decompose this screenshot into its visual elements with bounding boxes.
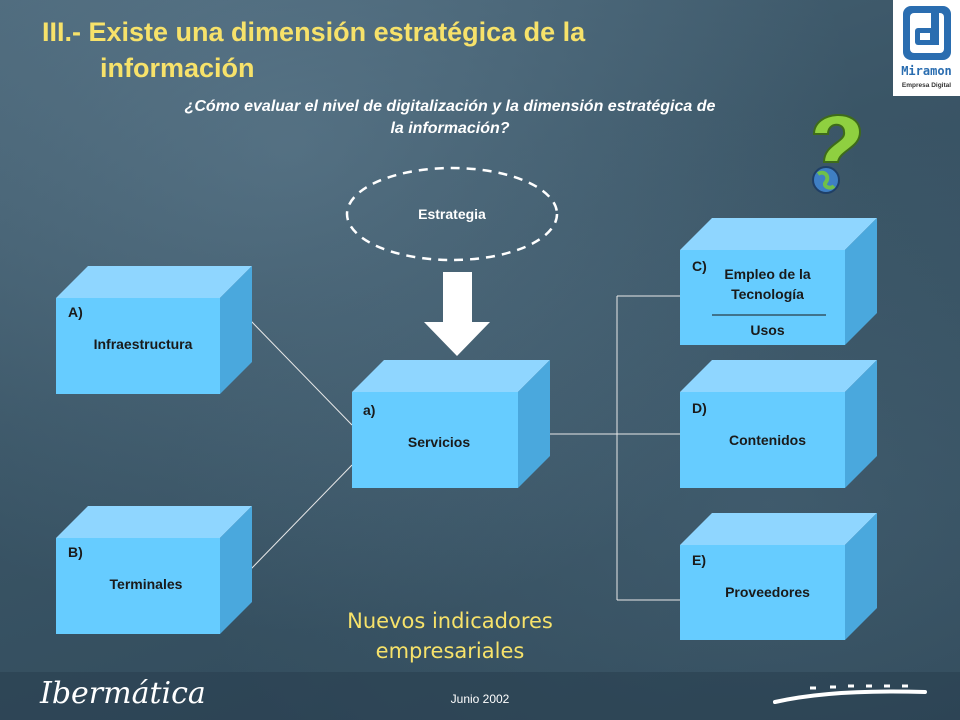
connector-terminales-servicios	[249, 464, 353, 571]
nuevos-line-2: empresariales	[375, 639, 525, 663]
box-infraestructura	[56, 266, 252, 394]
subtitle-line-1: ¿Cómo evaluar el nivel de digitalización…	[184, 98, 716, 115]
contenidos-text: Contenidos	[729, 432, 806, 448]
miramon-logo: Miramon Empresa Digital	[893, 0, 960, 96]
box-terminales	[56, 506, 252, 634]
box-servicios	[352, 360, 550, 488]
servicios-letter: a)	[363, 402, 376, 418]
servicios-text: Servicios	[407, 434, 471, 450]
strategy-label: Estrategia	[418, 206, 486, 222]
miramon-logo-icon	[903, 6, 951, 60]
terminales-text: Terminales	[109, 576, 183, 592]
connector-infra-servicios	[249, 319, 353, 426]
title-line-2: información	[100, 53, 255, 83]
strategy-ellipse	[345, 166, 559, 262]
proveedores-letter: E)	[692, 552, 706, 568]
box-proveedores	[680, 513, 877, 640]
proveedores-text: Proveedores	[725, 584, 810, 600]
box-contenidos	[680, 360, 877, 488]
ibermatica-logo: Ibermática	[40, 676, 206, 711]
title-line-1: III.- Existe una dimensión estratégica d…	[42, 17, 586, 47]
footer-date: Junio 2002	[450, 692, 510, 706]
question-globe-icon	[812, 114, 862, 194]
slide-subtitle: ¿Cómo evaluar el nivel de digitalización…	[90, 96, 810, 140]
empleo-line-2: Tecnología	[731, 286, 804, 302]
empleo-line-3: Usos	[750, 322, 785, 338]
contenidos-letter: D)	[692, 400, 707, 416]
nuevos-line-1: Nuevos indicadores	[347, 609, 553, 633]
logo-tagline: Empresa Digital	[901, 82, 952, 89]
signature-icon	[773, 684, 927, 704]
slide-title: III.- Existe una dimensión estratégica d…	[42, 14, 762, 86]
down-arrow-icon	[424, 272, 490, 356]
terminales-letter: B)	[68, 544, 83, 560]
empleo-letter: C)	[692, 258, 707, 274]
subtitle-line-2: la información?	[390, 120, 510, 137]
nuevos-indicadores-text: Nuevos indicadores empresariales	[290, 606, 610, 666]
infraestructura-letter: A)	[68, 304, 83, 320]
empleo-line-1: Empleo de la	[724, 266, 811, 282]
box-empleo	[680, 218, 877, 345]
infraestructura-text: Infraestructura	[93, 336, 193, 352]
empleo-text: Empleo de la Tecnología	[690, 264, 845, 304]
logo-name: Miramon	[901, 64, 952, 78]
